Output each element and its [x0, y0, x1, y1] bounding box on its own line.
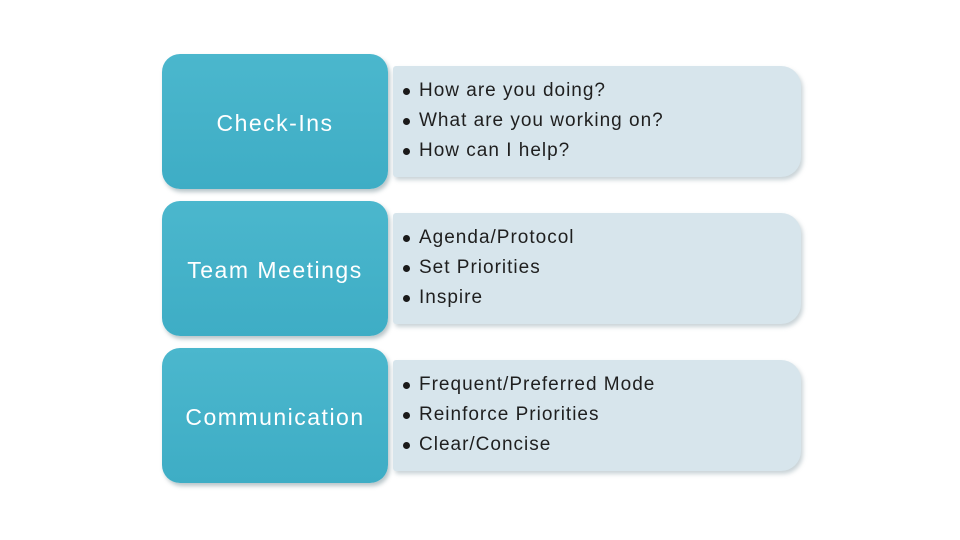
- bullet-text: Reinforce Priorities: [419, 403, 600, 425]
- bullet-item: Inspire: [403, 284, 801, 314]
- bullet-icon: [403, 412, 410, 419]
- row-label: Team Meetings: [187, 257, 363, 283]
- bullet-item: Agenda/Protocol: [403, 224, 801, 254]
- row-communication: Communication Frequent/Preferred Mode Re…: [0, 348, 960, 483]
- row-team-meetings: Team Meetings Agenda/Protocol Set Priori…: [0, 201, 960, 336]
- bullet-item: Set Priorities: [403, 254, 801, 284]
- bullet-text: What are you working on?: [419, 109, 664, 131]
- bullet-panel-check-ins: How are you doing? What are you working …: [393, 66, 801, 177]
- bullet-item: How can I help?: [403, 137, 801, 167]
- bullet-item: What are you working on?: [403, 107, 801, 137]
- row-check-ins: Check-Ins How are you doing? What are yo…: [0, 54, 960, 189]
- bullet-icon: [403, 382, 410, 389]
- bullet-text: Clear/Concise: [419, 433, 552, 455]
- bullet-icon: [403, 295, 410, 302]
- bullet-text: Agenda/Protocol: [419, 226, 575, 248]
- bullet-text: How can I help?: [419, 139, 571, 161]
- row-label-shape-check-ins: Check-Ins: [162, 54, 388, 189]
- bullet-item: Clear/Concise: [403, 431, 801, 461]
- row-label: Check-Ins: [216, 110, 334, 136]
- bullet-icon: [403, 235, 410, 242]
- bullet-text: How are you doing?: [419, 79, 606, 101]
- bullet-panel-communication: Frequent/Preferred Mode Reinforce Priori…: [393, 360, 801, 471]
- bullet-icon: [403, 148, 410, 155]
- bullet-text: Set Priorities: [419, 256, 541, 278]
- bullet-item: Reinforce Priorities: [403, 401, 801, 431]
- bullet-item: How are you doing?: [403, 77, 801, 107]
- bullet-icon: [403, 88, 410, 95]
- bullet-icon: [403, 265, 410, 272]
- row-label-shape-communication: Communication: [162, 348, 388, 483]
- bullet-text: Inspire: [419, 286, 484, 308]
- bullet-item: Frequent/Preferred Mode: [403, 371, 801, 401]
- row-label-shape-team-meetings: Team Meetings: [162, 201, 388, 336]
- bullet-icon: [403, 442, 410, 449]
- bullet-text: Frequent/Preferred Mode: [419, 373, 656, 395]
- bullet-icon: [403, 118, 410, 125]
- row-label: Communication: [185, 404, 365, 430]
- bullet-panel-team-meetings: Agenda/Protocol Set Priorities Inspire: [393, 213, 801, 324]
